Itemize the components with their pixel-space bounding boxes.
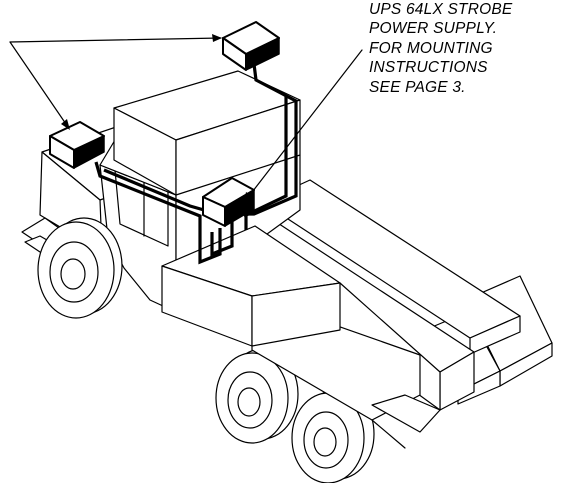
rear-wheel-front — [215, 348, 299, 444]
truck-illustration — [21, 70, 553, 483]
power-supply-callout: UPS 64LX STROBE POWER SUPPLY. FOR MOUNTI… — [369, 0, 584, 97]
callout-line: SEE PAGE 3. — [369, 78, 466, 96]
callout-line: INSTRUCTIONS — [369, 59, 488, 77]
deck — [161, 225, 341, 347]
front-wheel — [37, 217, 123, 319]
rear-wheel-back — [291, 388, 375, 483]
callout-line: FOR MOUNTING — [369, 39, 493, 57]
strobe-light-roof — [222, 21, 280, 71]
callout-line: POWER SUPPLY. — [369, 20, 498, 38]
strobe-light-cab — [49, 121, 105, 169]
callout-line: UPS 64LX STROBE — [369, 1, 513, 18]
leader-lines — [9, 34, 363, 203]
